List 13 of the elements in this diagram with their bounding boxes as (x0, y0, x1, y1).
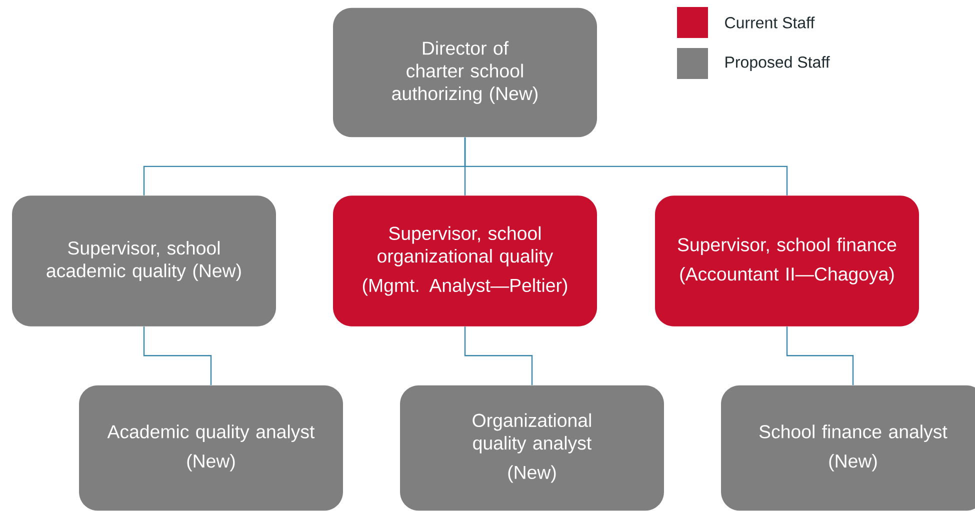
connector-line (464, 137, 788, 196)
connector-line (786, 326, 854, 386)
connector-line (464, 326, 533, 386)
position-box: Organizational quality analyst (New) (400, 385, 664, 511)
position-box: Supervisor, school finance (Accountant II—Chagoya) (655, 196, 919, 326)
position-box: Supervisor, school organizational quality (Mgmt. Analyst—Peltier) (333, 196, 597, 326)
position-box: School finance analyst (New) (721, 385, 975, 511)
legend-label: Proposed Staff (726, 56, 830, 71)
position-box: Director of charter school authorizing (New) (333, 8, 597, 138)
position-box: Supervisor, school academic quality (New) (12, 196, 276, 326)
position-box: Academic quality analyst (New) (79, 385, 343, 511)
legend-label: Current Staff (725, 16, 815, 28)
connector-line (143, 326, 212, 386)
